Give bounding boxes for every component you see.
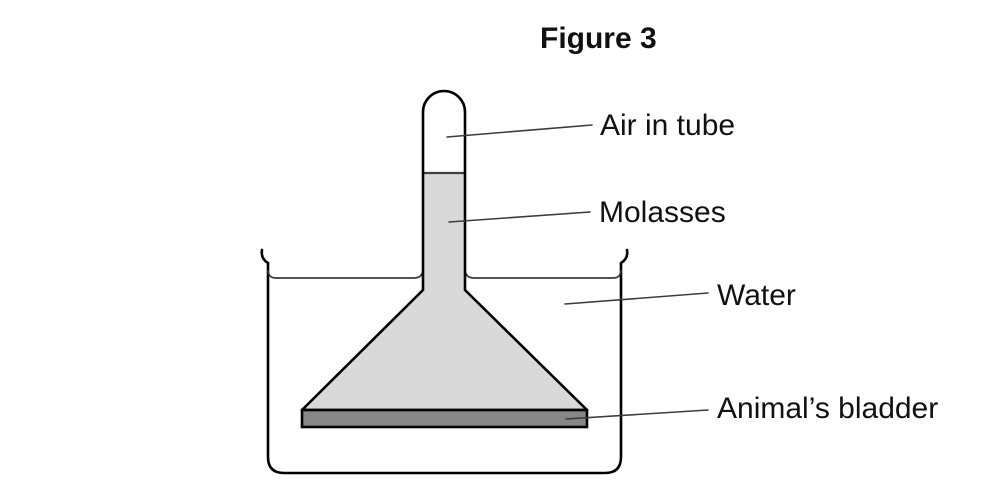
label-animals-bladder: Animal’s bladder (717, 392, 938, 425)
funnel-outline (300, 89, 589, 412)
bladder-membrane (300, 408, 589, 429)
bladder-pointer-line (565, 409, 709, 420)
beaker-outline (260, 248, 629, 475)
air-pointer-line (446, 124, 593, 138)
label-water: Water (717, 279, 796, 312)
molasses-pointer-line (448, 211, 591, 223)
water-surface-line-right (464, 270, 622, 279)
label-molasses: Molasses (599, 196, 726, 229)
figure-title: Figure 3 (540, 22, 657, 55)
water-surface-line-left (267, 270, 424, 279)
molasses-fill (303, 173, 586, 409)
water-pointer-line (564, 292, 709, 305)
label-air-in-tube: Air in tube (600, 109, 735, 142)
